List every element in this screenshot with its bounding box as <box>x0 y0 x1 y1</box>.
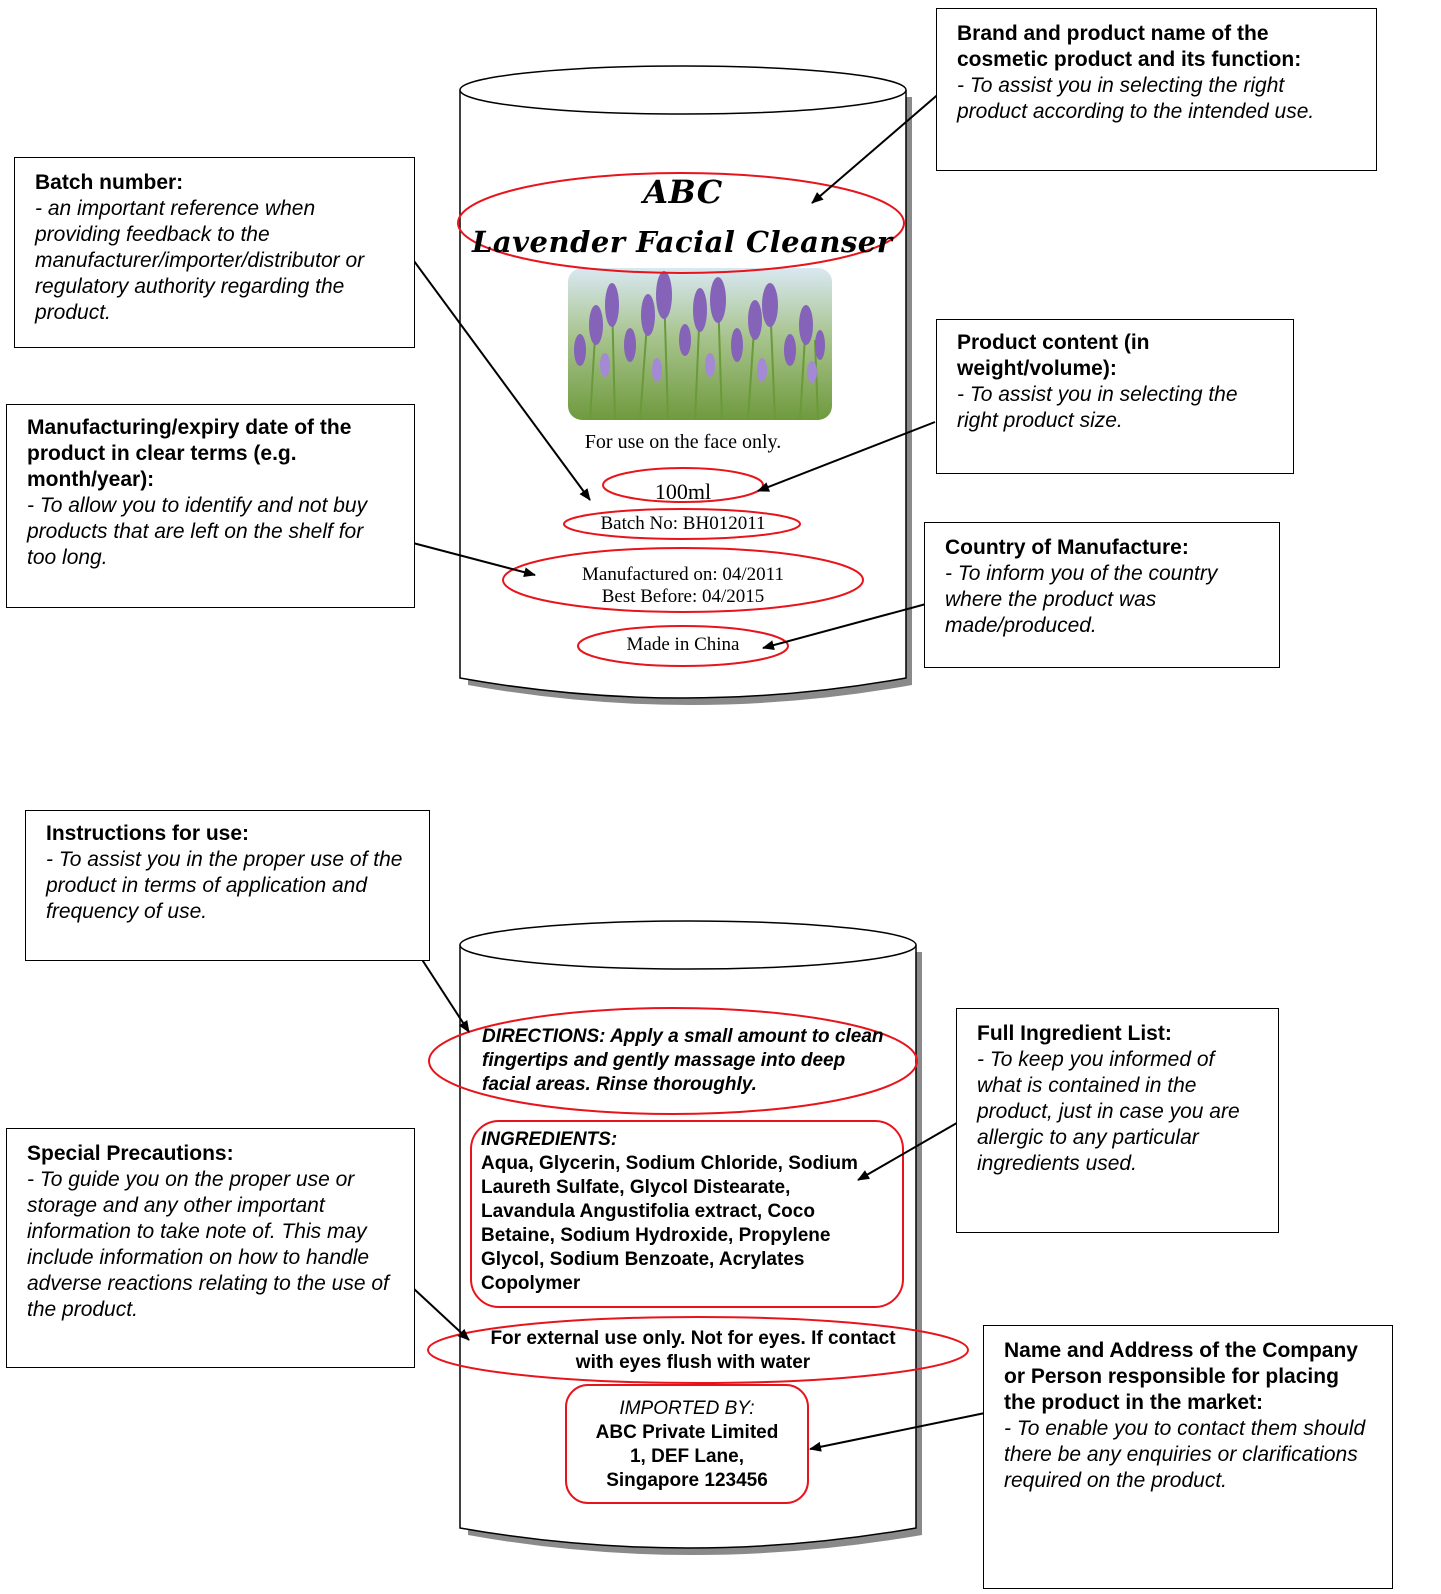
callout-instructions: Instructions for use: - To assist you in… <box>25 810 430 961</box>
arrow-ingredients <box>857 1119 963 1181</box>
highlight-importer <box>565 1384 809 1504</box>
callout-ingredients-desc: - To keep you informed of what is contai… <box>977 1048 1240 1175</box>
arrow-batch <box>399 241 591 501</box>
arrow-dates <box>412 542 536 578</box>
best-before-date: Best Before: 04/2015 <box>601 586 765 607</box>
callout-precautions-title: Special Precautions: <box>27 1142 234 1165</box>
highlight-directions <box>428 1007 918 1115</box>
callout-country-desc: - To inform you of the country where the… <box>945 562 1218 637</box>
highlight-origin <box>577 625 789 667</box>
callout-dates-desc: - To allow you to identify and not buy p… <box>27 494 368 569</box>
arrow-precautions <box>412 1287 470 1341</box>
importer-block: IMPORTED BY: ABC Private Limited 1, DEF … <box>566 1397 808 1493</box>
importer-address-line2: Singapore 123456 <box>606 1470 768 1491</box>
batch-number: Batch No: BH012011 <box>600 513 766 534</box>
callout-precautions: Special Precautions: - To guide you on t… <box>6 1128 415 1368</box>
importer-name: ABC Private Limited <box>595 1422 779 1443</box>
callout-batch: Batch number: - an important reference w… <box>14 157 415 348</box>
manufactured-date: Manufactured on: 04/2011 <box>582 564 784 585</box>
highlight-dates <box>502 547 864 613</box>
callout-brand-desc: - To assist you in selecting the right p… <box>957 74 1315 123</box>
callout-batch-desc: - an important reference when providing … <box>35 197 365 324</box>
ingredients-list: Aqua, Glycerin, Sodium Chloride, Sodium … <box>481 1153 858 1294</box>
callout-batch-title: Batch number: <box>35 171 184 194</box>
highlight-brand <box>457 172 905 274</box>
callout-dates: Manufacturing/expiry date of the product… <box>6 404 415 608</box>
callout-brand-title: Brand and product name of the cosmetic p… <box>957 22 1302 71</box>
product-name: Lavender Facial Cleanser <box>472 225 893 259</box>
callout-responsible: Name and Address of the Company or Perso… <box>983 1325 1393 1589</box>
highlight-batch <box>563 508 801 540</box>
precautions-text: For external use only. Not for eyes. If … <box>490 1328 896 1373</box>
brand-name: ABC <box>643 173 723 211</box>
lavender-field-image <box>568 268 832 421</box>
product-content: 100ml <box>654 479 712 504</box>
callout-content: Product content (in weight/volume): - To… <box>936 319 1294 474</box>
callout-dates-title: Manufacturing/expiry date of the product… <box>27 416 352 491</box>
callout-content-desc: - To assist you in selecting the right p… <box>957 383 1238 432</box>
arrow-instructions <box>420 957 470 1033</box>
usage-note: For use on the face only. <box>584 431 782 453</box>
callout-brand: Brand and product name of the cosmetic p… <box>936 8 1377 171</box>
directions-text: DIRECTIONS: Apply a small amount to clea… <box>482 1026 884 1095</box>
ingredients-title: INGREDIENTS: <box>481 1129 618 1150</box>
callout-instructions-title: Instructions for use: <box>46 822 250 845</box>
arrow-content <box>757 421 936 492</box>
callout-precautions-desc: - To guide you on the proper use or stor… <box>27 1168 389 1321</box>
importer-title: IMPORTED BY: <box>619 1398 755 1419</box>
arrow-brand <box>811 90 943 204</box>
callout-instructions-desc: - To assist you in the proper use of the… <box>46 848 403 923</box>
callout-ingredients: Full Ingredient List: - To keep you info… <box>956 1008 1279 1233</box>
highlight-precautions <box>427 1316 969 1384</box>
callout-ingredients-title: Full Ingredient List: <box>977 1022 1172 1045</box>
arrow-country <box>762 603 927 650</box>
arrow-responsible <box>809 1412 986 1452</box>
country-of-origin: Made in China <box>626 634 740 655</box>
callout-responsible-desc: - To enable you to contact them should t… <box>1004 1417 1366 1492</box>
importer-address-line1: 1, DEF Lane, <box>629 1446 745 1467</box>
callout-responsible-title: Name and Address of the Company or Perso… <box>1004 1339 1358 1414</box>
callout-content-title: Product content (in weight/volume): <box>957 331 1150 380</box>
callout-country-title: Country of Manufacture: <box>945 536 1189 559</box>
callout-country: Country of Manufacture: - To inform you … <box>924 522 1280 668</box>
highlight-ingredients <box>470 1120 904 1308</box>
ingredients-block: INGREDIENTS: Aqua, Glycerin, Sodium Chlo… <box>481 1128 886 1296</box>
